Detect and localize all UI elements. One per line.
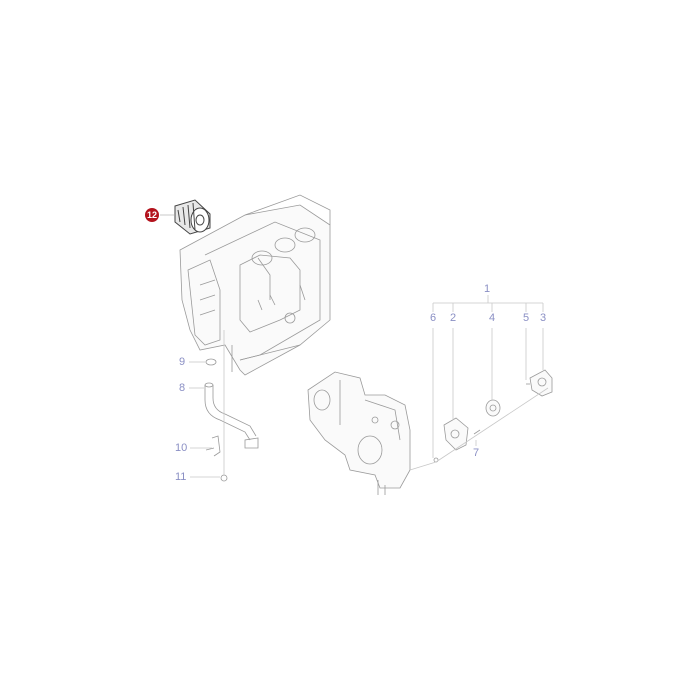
oil-pipe-illustration [204,358,259,482]
oil-filter-illustration [174,199,211,235]
callout-7[interactable]: 7 [473,447,480,459]
leader-lines [189,295,549,478]
callout-6[interactable]: 6 [430,312,437,324]
callout-8[interactable]: 8 [179,382,186,394]
callout-10[interactable]: 10 [175,442,188,454]
callout-11[interactable]: 11 [175,471,187,483]
engine-block-illustration [179,194,331,376]
callout-3[interactable]: 3 [540,312,547,324]
callout-2[interactable]: 2 [450,312,457,324]
callout-9[interactable]: 9 [179,356,186,368]
callout-1[interactable]: 1 [484,283,491,295]
timing-cover-illustration [307,371,411,495]
callout-12-highlighted[interactable]: 12 [145,208,159,222]
callout-4[interactable]: 4 [489,312,496,324]
oil-pump-illustration [433,369,553,463]
callout-5[interactable]: 5 [523,312,530,324]
